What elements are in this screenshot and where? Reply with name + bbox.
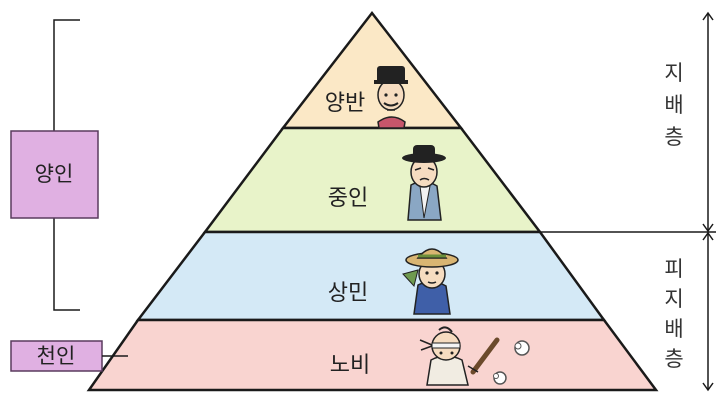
yangin-label: 양인 xyxy=(35,162,74,186)
tier-sangmin-band xyxy=(135,230,607,322)
tier-nobi-band xyxy=(86,318,659,392)
ruling-class-arrow xyxy=(702,11,714,233)
nobi-figure-icon xyxy=(419,326,500,386)
tier-jungin-label: 중인 xyxy=(328,186,368,211)
sangmin-figure-icon xyxy=(402,248,459,315)
tier-jungin-band xyxy=(202,126,543,234)
jungin-figure-icon xyxy=(402,145,446,221)
cheonin-box xyxy=(10,340,103,372)
tier-sangmin-label: 상민 xyxy=(328,281,368,306)
tier-nobi-label: 노비 xyxy=(330,353,370,378)
ruled-class-arrow xyxy=(702,231,714,392)
cheonin-label: 천인 xyxy=(37,344,76,368)
dust-cloud-icon xyxy=(493,340,530,385)
yangban-figure-icon xyxy=(374,66,408,129)
tier-yangban-label: 양반 xyxy=(325,91,365,116)
yangin-box xyxy=(10,130,99,219)
tier-yangban-band xyxy=(280,10,464,130)
yangin-bracket xyxy=(53,19,80,311)
